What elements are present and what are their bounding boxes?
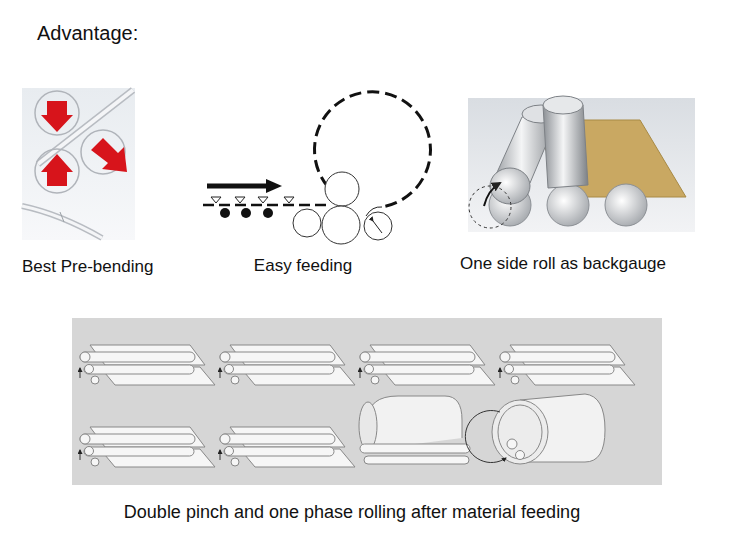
rolling-sequence-figure xyxy=(72,318,662,485)
feeding-figure xyxy=(203,92,430,244)
caption-label: One side roll as backgauge xyxy=(460,254,666,274)
heading: Advantage: xyxy=(37,22,138,45)
caption-label: Double pinch and one phase rolling after… xyxy=(124,502,580,523)
caption-label: Easy feeding xyxy=(254,256,352,276)
backgauge-figure xyxy=(468,96,695,232)
caption-label: Best Pre-bending xyxy=(22,257,153,277)
pre-bending-figure xyxy=(22,88,135,240)
